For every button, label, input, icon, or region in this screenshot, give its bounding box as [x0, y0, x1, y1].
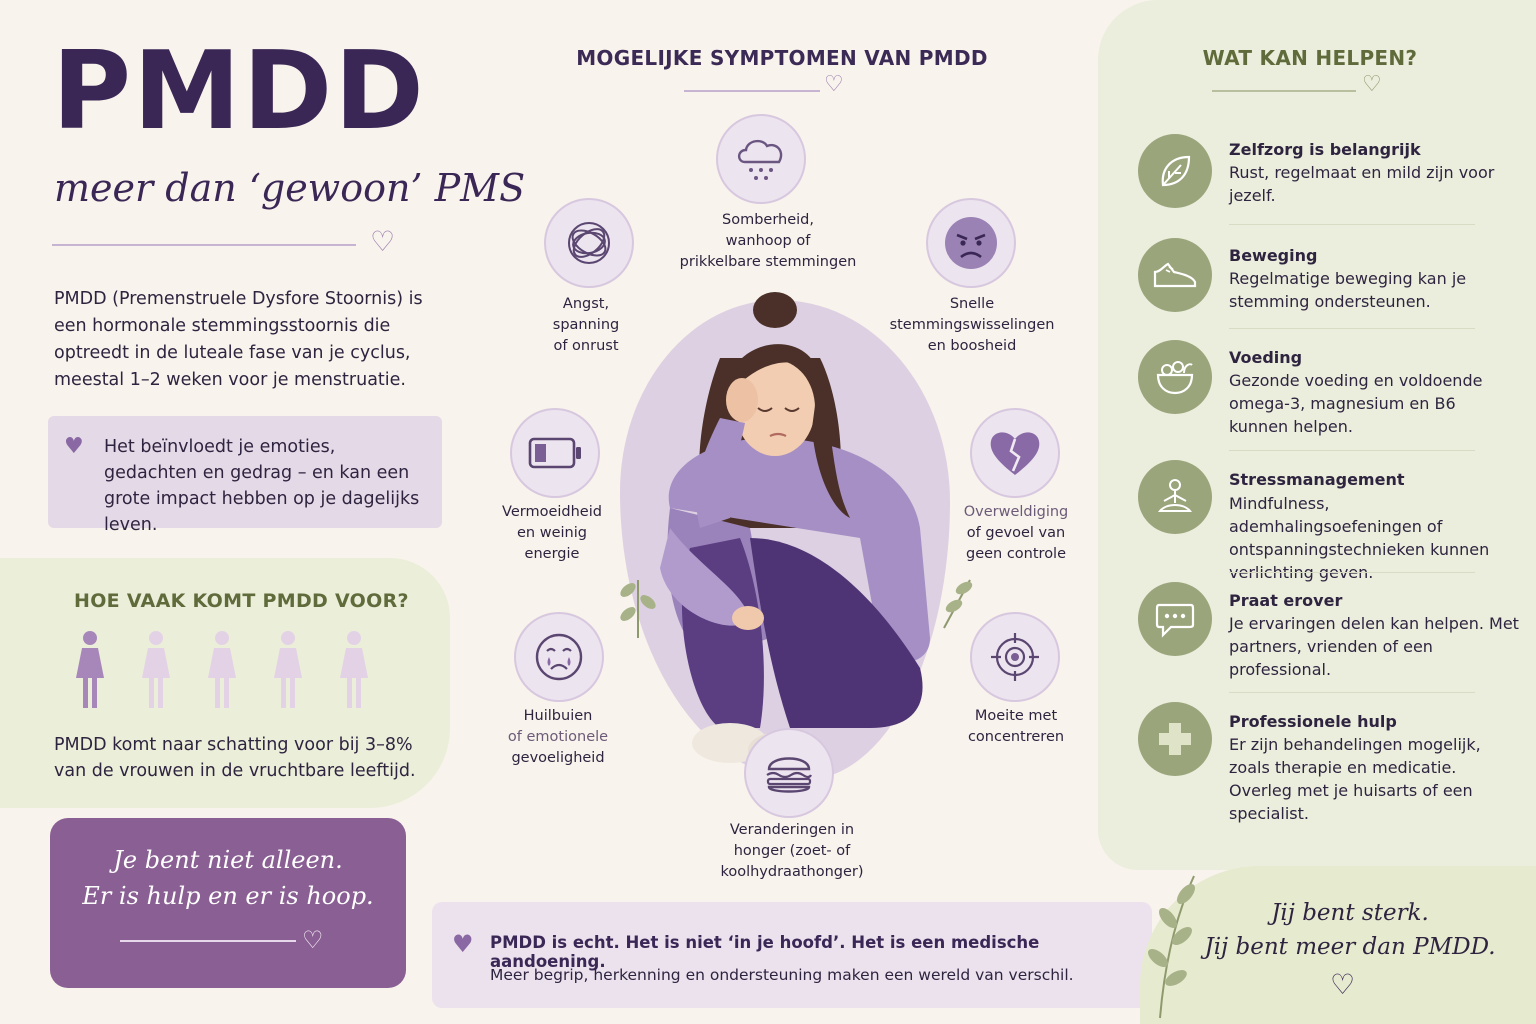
- angry-face-icon: [945, 217, 997, 269]
- closing-panel: [1140, 866, 1536, 1024]
- heart-outline-icon: ♡: [1362, 72, 1382, 97]
- leaf-decoration-icon: [620, 580, 656, 638]
- symptoms-title: MOGELIJKE SYMPTOMEN VAN PMDD: [576, 46, 988, 70]
- help-body: Regelmatige beweging kan je stemming ond…: [1229, 269, 1467, 311]
- help-heading: Professionele hulp: [1229, 712, 1397, 731]
- symptom-label: Snelle stemmingswisselingen en boosheid: [889, 296, 1055, 354]
- tangled-scribble-icon: [568, 222, 610, 264]
- rain-cloud-icon: [737, 139, 783, 180]
- symptom-icon-circle: [970, 408, 1060, 498]
- sneaker-icon: [1153, 262, 1197, 288]
- symptom-icon-circle: [744, 728, 834, 818]
- symptom-label: Veranderingen in honger (zoet- of koolhy…: [720, 822, 864, 880]
- help-icon-circle: [1138, 238, 1212, 312]
- banner-title: PMDD is echt. Het is niet ‘in je hoofd’.…: [490, 933, 1040, 971]
- closing-message: Jij bent sterk. Jij bent meer dan PMDD.: [1180, 896, 1520, 964]
- salad-bowl-icon: [1156, 361, 1194, 395]
- help-divider: [1212, 90, 1356, 92]
- help-icon-circle: [1138, 134, 1212, 208]
- symptoms-divider: [684, 90, 820, 92]
- page-title: PMDD: [52, 29, 426, 154]
- woman-figure-icon: [204, 630, 240, 710]
- hope-card: [50, 818, 406, 988]
- closing-line-1: Jij bent sterk.: [1271, 900, 1429, 926]
- medical-cross-icon: [1159, 723, 1191, 755]
- help-separator: [1229, 328, 1475, 329]
- symptom-icon-circle: [514, 612, 604, 702]
- meditation-icon: [1157, 479, 1193, 512]
- symptom-label: Vermoeidheid en weinig energie: [502, 504, 602, 562]
- help-body: Rust, regelmaat en mild zijn voor jezelf…: [1229, 163, 1495, 205]
- help-body: Je ervaringen delen kan helpen. Met part…: [1229, 614, 1519, 679]
- heart-outline-icon: ♡: [302, 926, 324, 954]
- symptom-label: Somberheid, wanhoop of prikkelbare stemm…: [679, 212, 857, 270]
- symptom-icon-circle: [926, 198, 1016, 288]
- heart-icon: ♥: [64, 434, 84, 459]
- woman-figure-icon: [336, 630, 372, 710]
- help-icon-circle: [1138, 460, 1212, 534]
- hope-message: Je bent niet alleen. Er is hulp en er is…: [50, 842, 406, 914]
- help-icon-circle: [1138, 340, 1212, 414]
- heart-outline-icon: ♡: [1330, 968, 1356, 1001]
- help-body: Mindfulness, ademhalingsoefeningen of on…: [1229, 494, 1490, 582]
- symptom-label: Moeite met concentreren: [967, 708, 1065, 745]
- help-heading: Stressmanagement: [1229, 470, 1405, 489]
- banner-subtitle: Meer begrip, herkenning en ondersteuning…: [490, 966, 1074, 984]
- hope-line-2: Er is hulp en er is hoop.: [82, 882, 374, 910]
- closing-line-2: Jij bent meer dan PMDD.: [1204, 934, 1496, 960]
- impact-box: [48, 416, 442, 528]
- help-separator: [1229, 224, 1475, 225]
- help-body: Er zijn behandelingen mogelijk, zoals th…: [1229, 735, 1481, 823]
- symptom-label: Overweldiging of gevoel van geen control…: [963, 504, 1069, 562]
- help-title: WAT KAN HELPEN?: [1202, 46, 1418, 70]
- heart-outline-icon: ♡: [370, 225, 396, 258]
- target-icon: [991, 633, 1039, 681]
- help-body: Gezonde voeding en voldoende omega-3, ma…: [1229, 371, 1483, 436]
- hope-divider: [120, 940, 296, 942]
- woman-figure-icon: [270, 630, 306, 710]
- help-heading: Zelfzorg is belangrijk: [1229, 140, 1421, 159]
- symptom-icon-circle: [716, 114, 806, 204]
- leaf-branch-icon: [1148, 875, 1195, 1019]
- symptom-icon-circle: [970, 612, 1060, 702]
- help-heading: Voeding: [1229, 348, 1303, 367]
- hope-line-1: Je bent niet alleen.: [113, 846, 343, 874]
- frequency-title: HOE VAAK KOMT PMDD VOOR?: [74, 590, 409, 612]
- help-icon-circle: [1138, 702, 1212, 776]
- awareness-banner: [432, 902, 1152, 1008]
- help-separator: [1229, 450, 1475, 451]
- crying-face-icon: [535, 633, 583, 681]
- symptom-label: Huilbuien of emotionele gevoeligheid: [507, 708, 609, 766]
- woman-figure-icon: [138, 630, 174, 710]
- symptom-icon-circle: [510, 408, 600, 498]
- symptom-label: Angst, spanning of onrust: [552, 296, 620, 354]
- help-separator: [1229, 692, 1475, 693]
- heart-icon: ♥: [452, 930, 474, 958]
- frequency-text: PMDD komt naar schatting voor bij 3–8% v…: [54, 735, 416, 781]
- title-divider: [52, 244, 356, 246]
- woman-illustration: [660, 292, 930, 768]
- leaf-decoration-icon: [943, 579, 973, 629]
- symptom-icon-circle: [544, 198, 634, 288]
- broken-heart-icon: [990, 432, 1040, 475]
- leaf-icon: [1161, 155, 1191, 187]
- speech-bubble-icon: [1155, 603, 1195, 638]
- woman-figure-icon: [72, 630, 108, 710]
- help-heading: Beweging: [1229, 246, 1318, 265]
- help-heading: Praat erover: [1229, 591, 1343, 610]
- help-icon-circle: [1138, 582, 1212, 656]
- impact-text: Het beïnvloedt je emoties, gedachten en …: [104, 437, 420, 535]
- page-subtitle: meer dan ‘gewoon’ PMS: [54, 166, 526, 210]
- heart-outline-icon: ♡: [824, 72, 844, 97]
- burger-icon: [766, 757, 812, 793]
- help-separator: [1229, 572, 1475, 573]
- intro-text: PMDD (Premenstruele Dysfore Stoornis) is…: [54, 289, 423, 390]
- low-battery-icon: [528, 437, 581, 469]
